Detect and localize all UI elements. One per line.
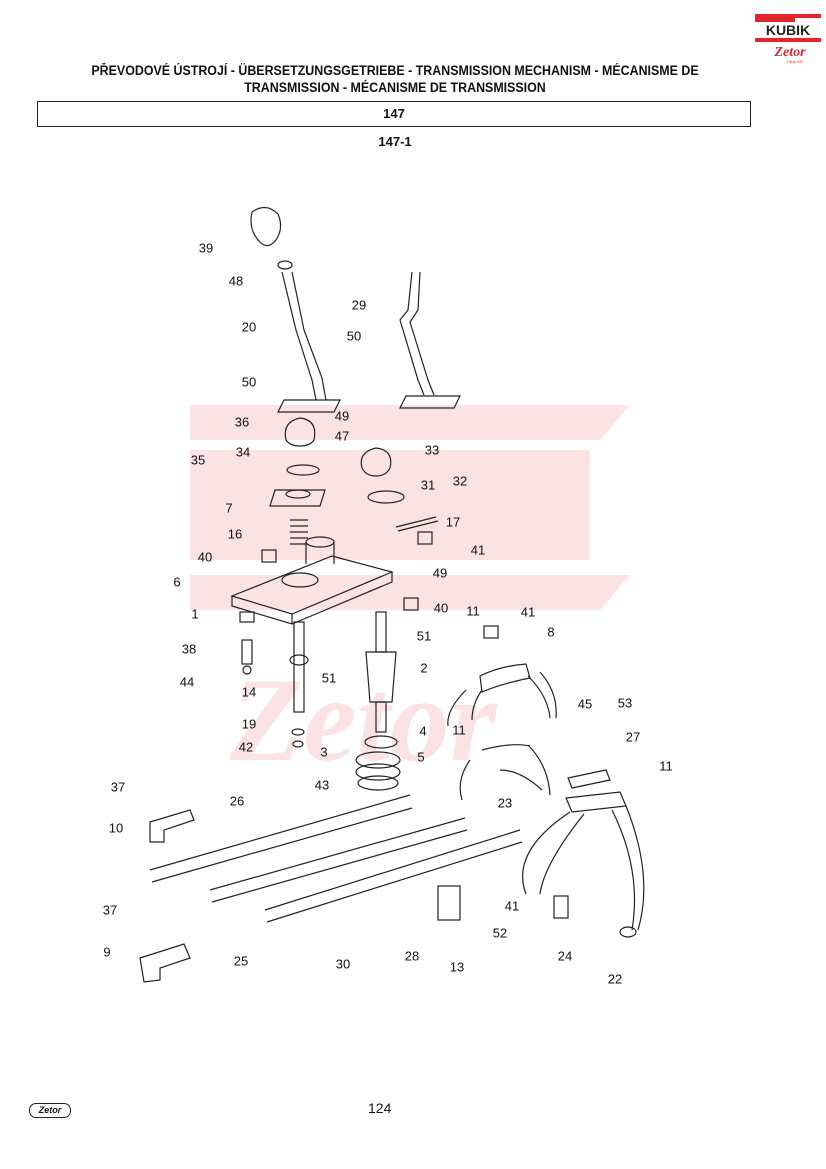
part-callout: 47: [334, 428, 350, 444]
part-callout: 37: [110, 779, 126, 795]
part-callout: 35: [190, 452, 206, 468]
title-line-2: TRANSMISSION - MÉCANISME DE TRANSMISSION: [244, 80, 546, 95]
figure-number: 147-1: [378, 134, 412, 149]
part-callout: 41: [520, 604, 536, 620]
svg-text:Zetor: Zetor: [773, 45, 806, 60]
part-callout: 49: [432, 565, 448, 581]
part-callout: 28: [404, 948, 420, 964]
svg-text:KUBIK: KUBIK: [766, 22, 810, 38]
part-callout: 11: [466, 603, 480, 619]
part-callout: 2: [420, 660, 428, 676]
watermark: Zetor: [190, 405, 630, 786]
group-number-box: 147: [37, 101, 751, 127]
part-callout: 23: [497, 795, 513, 811]
part-callout: 29: [351, 297, 367, 313]
part-callout: 45: [577, 696, 593, 712]
part-callout: 51: [321, 670, 337, 686]
part-callout: 10: [108, 820, 124, 836]
svg-text:Zetor: Zetor: [229, 653, 498, 786]
part-callout: 42: [238, 739, 254, 755]
part-callout: 34: [235, 444, 251, 460]
part-callout: 44: [179, 674, 195, 690]
part-callout: 32: [452, 473, 468, 489]
part-callout: 36: [234, 414, 250, 430]
part-callout: 3: [320, 744, 328, 760]
part-callout: 1: [191, 606, 199, 622]
part-callout: 50: [241, 374, 257, 390]
part-callout: 51: [416, 628, 432, 644]
part-callout: 52: [492, 925, 508, 941]
part-callout: 30: [335, 956, 351, 972]
part-callout: 9: [103, 944, 111, 960]
kubik-zetor-logo: KUBIK Zetor DEALER: [755, 14, 821, 64]
part-callout: 39: [198, 240, 214, 256]
part-callout: 14: [241, 684, 257, 700]
part-callout: 11: [452, 722, 466, 738]
part-callout: 27: [625, 729, 641, 745]
footer-zetor-logo: Zetor: [29, 1103, 71, 1118]
part-callout: 48: [228, 273, 244, 289]
page-number: 124: [368, 1100, 392, 1116]
part-callout: 50: [346, 328, 362, 344]
title-line-1: PŘEVODOVÉ ÚSTROJÍ - ÜBERSETZUNGSGETRIEBE…: [91, 63, 699, 78]
part-callout: 31: [420, 477, 436, 493]
part-callout: 26: [229, 793, 245, 809]
part-callout: 53: [617, 695, 633, 711]
group-number: 147: [383, 106, 405, 121]
part-callout: 38: [181, 641, 197, 657]
part-callout: 25: [233, 953, 249, 969]
part-callout: 13: [449, 959, 465, 975]
svg-text:DEALER: DEALER: [787, 59, 803, 64]
part-callout: 8: [547, 624, 555, 640]
part-callout: 37: [102, 902, 118, 918]
part-callout: 19: [241, 716, 257, 732]
part-callout: 24: [557, 948, 573, 964]
part-callout: 6: [173, 574, 181, 590]
part-callout: 17: [445, 514, 461, 530]
part-callout: 5: [417, 749, 425, 765]
part-callout: 20: [241, 319, 257, 335]
page-title: PŘEVODOVÉ ÚSTROJÍ - ÜBERSETZUNGSGETRIEBE…: [68, 62, 721, 96]
knob: [250, 206, 282, 247]
part-callout: 40: [197, 549, 213, 565]
part-callout: 49: [334, 408, 350, 424]
part-callout: 41: [504, 898, 520, 914]
part-callout: 43: [314, 777, 330, 793]
part-callout: 16: [227, 526, 243, 542]
part-callout: 7: [225, 500, 233, 516]
part-callout: 33: [424, 442, 440, 458]
part-callout: 40: [433, 600, 449, 616]
part-callout: 4: [419, 723, 427, 739]
part-callout: 41: [470, 542, 486, 558]
part-callout: 22: [607, 971, 623, 987]
part-callout: 11: [659, 758, 673, 774]
